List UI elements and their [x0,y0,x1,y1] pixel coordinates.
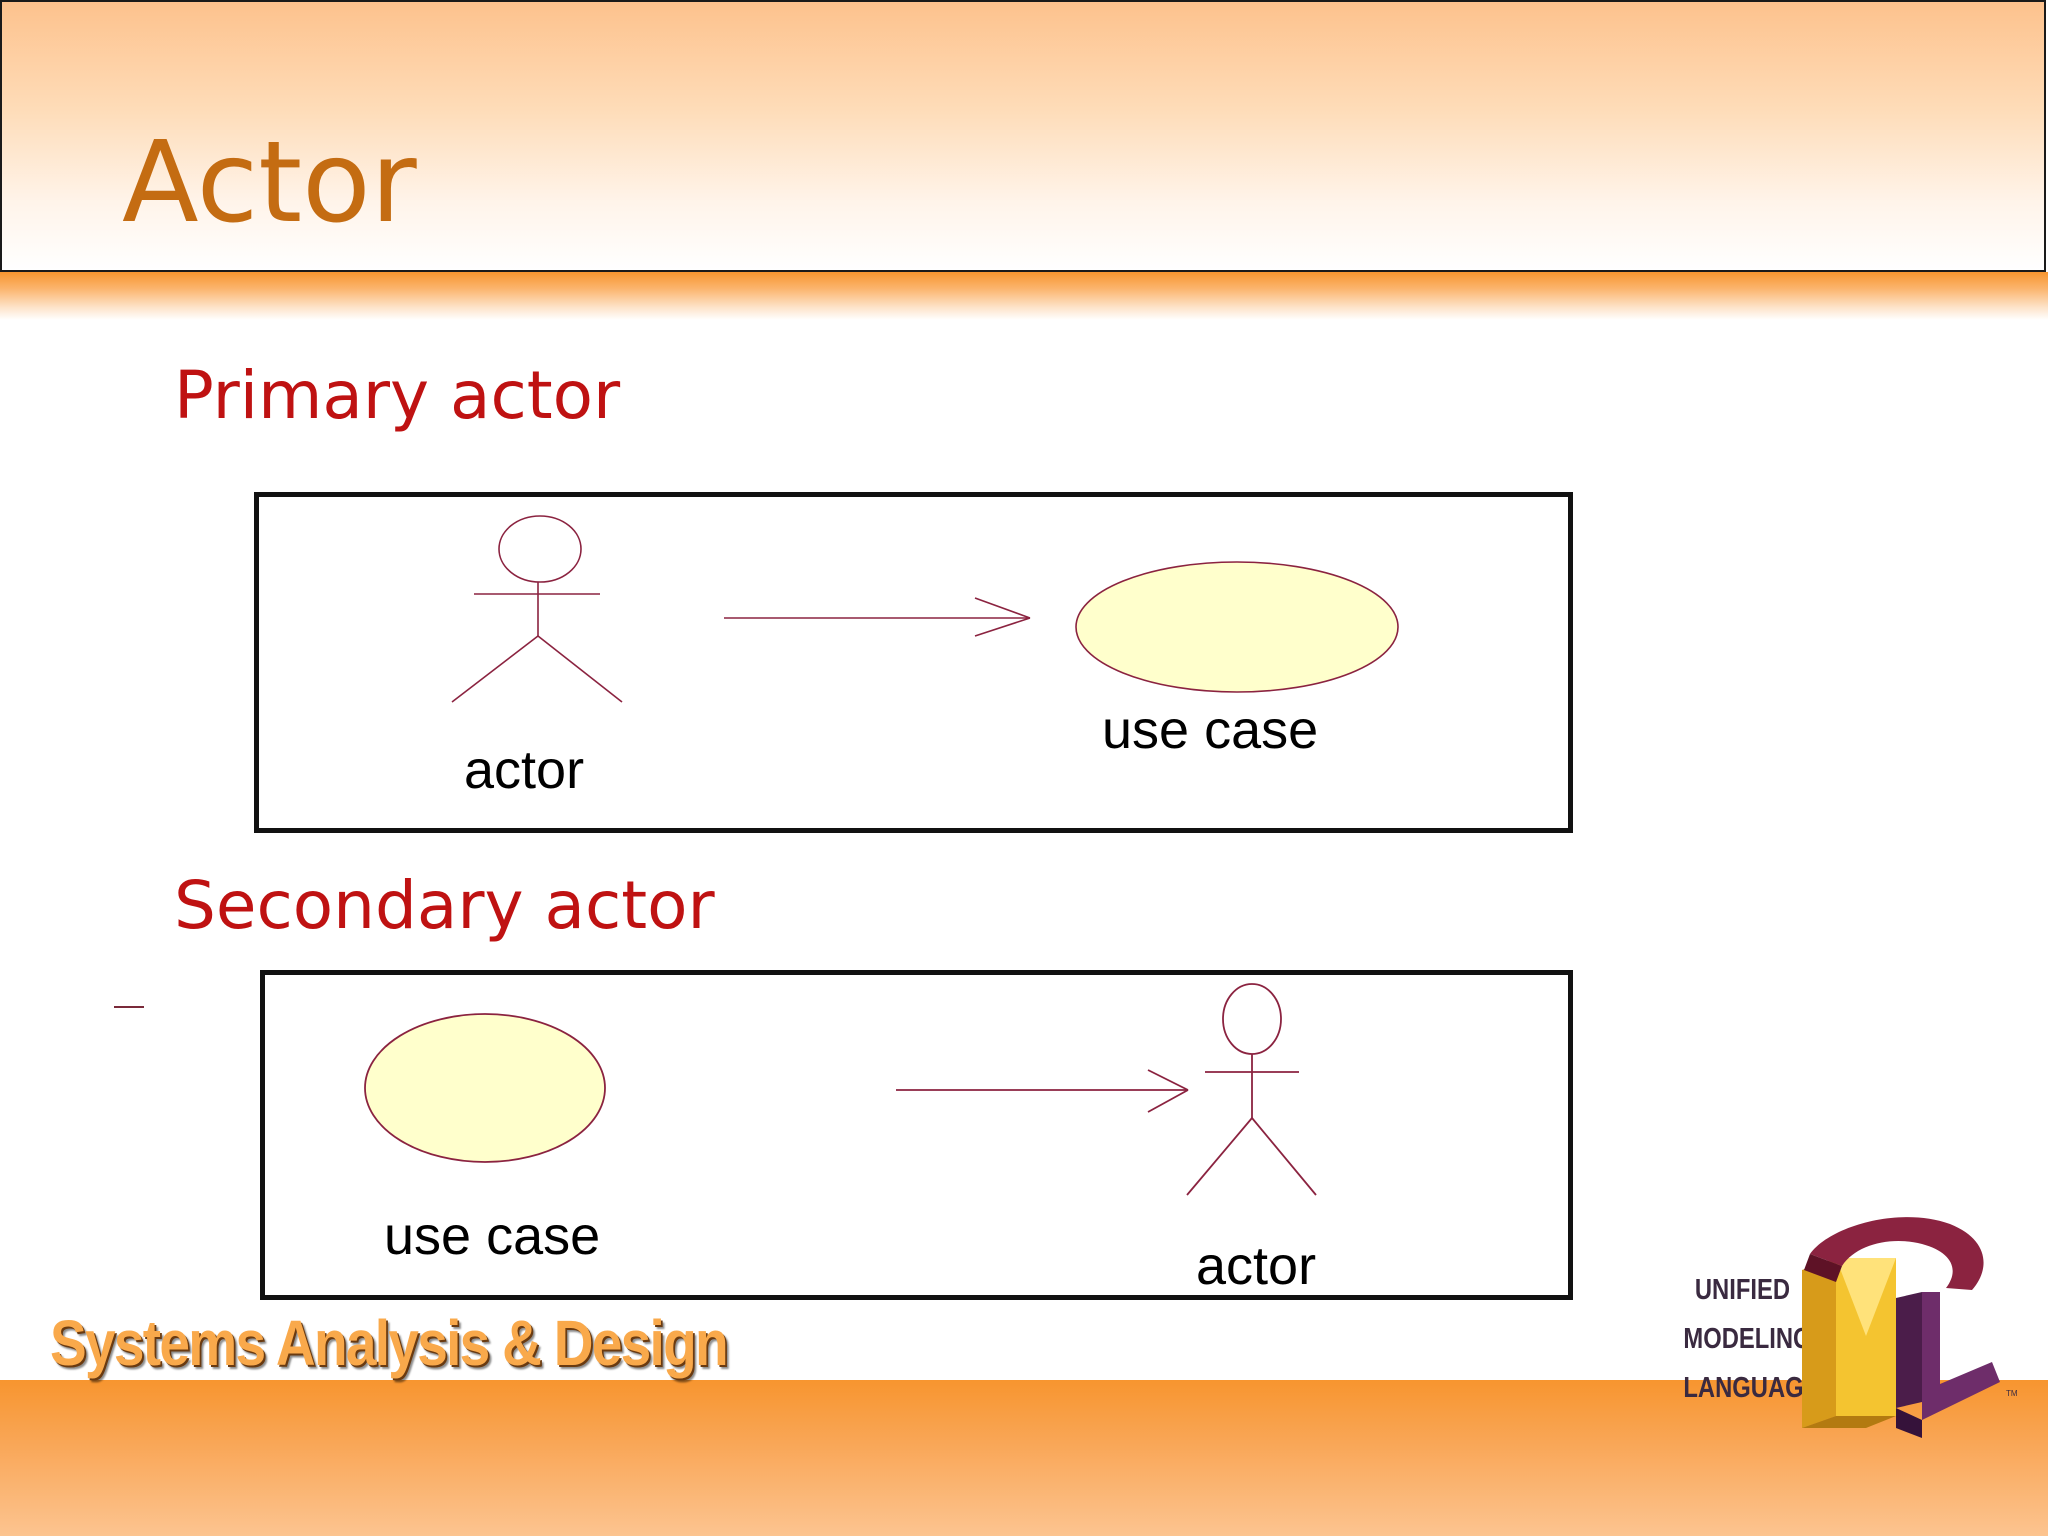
primary-actor-figure [451,515,623,703]
course-brand-logo: Systems Analysis & Design [50,1307,729,1379]
primary-actor-heading: Primary actor [174,357,621,434]
uml-u-letter [1804,1217,1984,1290]
uml-logo-icon: TM [1802,1217,2018,1438]
secondary-association-arrow [896,1069,1189,1113]
uml-l-letter [1896,1292,2000,1438]
secondary-actor-figure [1186,983,1317,1196]
header-band-shadow [0,272,2048,320]
footer-band [0,1380,2048,1536]
secondary-actor-label: actor [1196,1236,1317,1296]
primary-association-arrow [724,597,1031,637]
uml-word-unified: UNIFIED [1694,1274,1790,1306]
primary-use-case-ellipse [1075,561,1399,693]
secondary-use-case-ellipse [364,1013,606,1163]
secondary-use-case-label: use case [384,1206,601,1266]
primary-diagram-frame [254,492,1573,833]
bullet-dash [114,1006,144,1008]
secondary-actor-heading: Secondary actor [174,867,715,944]
header-band [0,0,2046,272]
uml-trademark: TM [2006,1389,2018,1398]
primary-actor-label: actor [464,740,585,800]
primary-use-case-label: use case [1102,700,1319,760]
uml-m-letter [1802,1258,1896,1428]
slide-title: Actor [122,118,417,248]
